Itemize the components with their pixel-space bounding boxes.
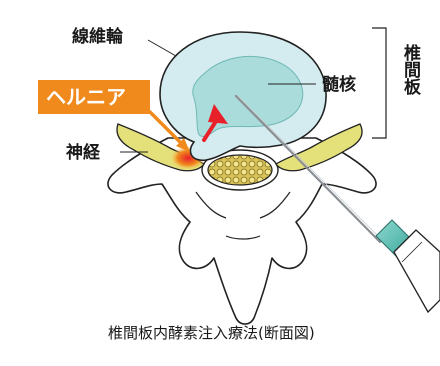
- syringe: [376, 220, 440, 312]
- diagram-caption: 椎間板内酵素注入療法(断面図): [108, 324, 315, 342]
- annulus-label: 線維輪: [72, 26, 124, 47]
- annulus-leader: [148, 40, 176, 56]
- nerve-label: 神経: [66, 142, 101, 163]
- disc-bracket: [372, 28, 386, 138]
- herniation-label: ヘルニア: [46, 85, 126, 109]
- disc-bracket-label: 椎間板: [400, 43, 422, 96]
- nucleus-label: 髄核: [322, 74, 356, 95]
